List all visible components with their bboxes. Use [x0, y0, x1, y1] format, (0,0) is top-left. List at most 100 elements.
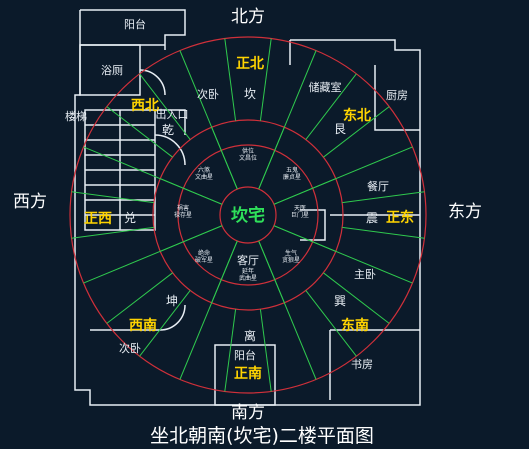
inner-ring-line: 生气: [285, 249, 297, 257]
entrance-wall: [155, 109, 186, 135]
trigram-kan: 坎: [244, 87, 256, 101]
direction-east: 正东: [386, 209, 414, 226]
room-master-bedroom: 主卧: [354, 268, 376, 281]
inner-ring-line: 武曲星: [239, 274, 257, 282]
trigram-xun: 巽: [334, 294, 346, 308]
entrance-door-arc: [154, 134, 186, 166]
compass-north: 北方: [231, 7, 265, 27]
spoke-line: [342, 226, 425, 239]
direction-north: 正北: [236, 56, 264, 72]
south-balcony: [214, 344, 276, 406]
room-bathroom: 浴厕: [101, 64, 123, 77]
room-stairs: 楼梯: [65, 109, 87, 123]
room-kitchen: 厨房: [386, 89, 408, 102]
inner-ring-line: 延年: [242, 267, 254, 275]
spoke-line: [106, 272, 173, 324]
spoke-line: [139, 73, 191, 140]
spoke-line: [305, 73, 357, 140]
core-ring: [219, 186, 277, 244]
inner-ring-line: 破军星: [195, 256, 213, 264]
spoke-line: [106, 106, 173, 158]
inner-ring-labels: 供位文昌位 六煞文曲星 五鬼廉贞星 祸害禄存星 天医巨门星 绝命破军星 生气贪狼…: [174, 147, 309, 282]
outer-ring: [69, 36, 427, 394]
spoke-line: [259, 309, 272, 392]
inner-ring-line: 贪狼星: [282, 256, 300, 264]
middle-ring: [152, 119, 344, 311]
inner-east: 天医巨门星: [291, 205, 309, 219]
center-door: [300, 209, 326, 241]
spokes: [71, 38, 425, 392]
sector-divider: [258, 127, 285, 190]
inner-ring-line: 六煞: [198, 166, 210, 174]
inner-west: 祸害禄存星: [174, 204, 192, 219]
direction-southwest: 西南: [129, 317, 157, 334]
spoke-line: [305, 290, 357, 357]
sector-divider: [211, 240, 238, 303]
direction-southeast: 东南: [341, 317, 369, 334]
inner-ring-line: 绝命: [198, 249, 210, 257]
room-living: 客厅: [237, 253, 259, 267]
inner-ring-line: 祸害: [177, 204, 189, 212]
inner-northeast: 五鬼廉贞星: [283, 166, 301, 181]
room-second-bedroom-south: 次卧: [119, 341, 141, 355]
inner-ring: [177, 144, 319, 286]
trigram-qian: 乾: [162, 123, 174, 137]
inner-ring-line: 供位: [242, 147, 254, 155]
inner-ring-line: 五鬼: [286, 166, 298, 174]
compass-south: 南方: [231, 403, 265, 423]
direction-northeast: 东北: [343, 107, 371, 124]
bagua-rings: [69, 36, 427, 394]
trigram-zhen: 震: [366, 211, 378, 225]
direction-northwest: 西北: [131, 98, 159, 114]
sector-divider: [273, 225, 336, 252]
room-balcony-south: 阳台: [234, 348, 256, 362]
room-entrance: 出入口: [156, 107, 189, 121]
outer-wall: [74, 10, 421, 406]
inner-southeast: 生气贪狼星: [282, 249, 300, 264]
inner-north: 供位文昌位: [239, 147, 257, 162]
inner-southwest: 绝命破军星: [195, 249, 213, 264]
spoke-line: [71, 226, 154, 239]
direction-west: 正西: [84, 211, 112, 227]
inner-ring-line: 廉贞星: [283, 173, 301, 181]
trigram-gen: 艮: [334, 122, 346, 136]
inner-south: 延年武曲星: [239, 267, 257, 282]
sector-divider: [211, 127, 238, 190]
spoke-line: [323, 106, 390, 158]
diagram-title: 坐北朝南(坎宅)二楼平面图: [150, 425, 374, 445]
center-label: 坎宅: [231, 205, 265, 226]
compass-west: 西方: [13, 192, 47, 212]
spoke-line: [259, 38, 272, 121]
inner-ring-line: 巨门星: [291, 211, 309, 219]
spoke-line: [323, 272, 390, 324]
spoke-line: [224, 309, 237, 392]
inner-ring-line: 禄存星: [174, 211, 192, 219]
spoke-line: [71, 191, 154, 204]
trigram-li: 离: [244, 328, 256, 343]
stair-treads: [85, 110, 155, 230]
north-balcony-wall: [80, 9, 186, 50]
inner-ring-line: 天医: [294, 205, 306, 212]
trigram-dui: 兑: [124, 211, 136, 225]
direction-south: 正南: [234, 365, 262, 382]
sector-divider: [258, 240, 285, 303]
room-second-bedroom-north: 次卧: [197, 87, 219, 101]
sw-door-arc: [159, 304, 186, 331]
room-storeroom: 储藏室: [309, 80, 342, 94]
inner-ring-line: 文曲星: [195, 173, 213, 181]
inner-northwest: 六煞文曲星: [195, 166, 213, 181]
room-dining: 餐厅: [367, 179, 389, 193]
trigram-kun: 坤: [166, 293, 178, 308]
sector-divider: [160, 225, 223, 252]
room-study: 书房: [351, 358, 373, 371]
room-balcony-north: 阳台: [124, 17, 146, 31]
sector-divider: [273, 178, 336, 205]
spoke-line: [342, 191, 425, 204]
inner-ring-line: 文昌位: [239, 154, 257, 162]
compass-east: 东方: [448, 202, 482, 222]
sector-divider: [160, 178, 223, 205]
spoke-line: [224, 38, 237, 121]
spoke-line: [139, 290, 191, 357]
